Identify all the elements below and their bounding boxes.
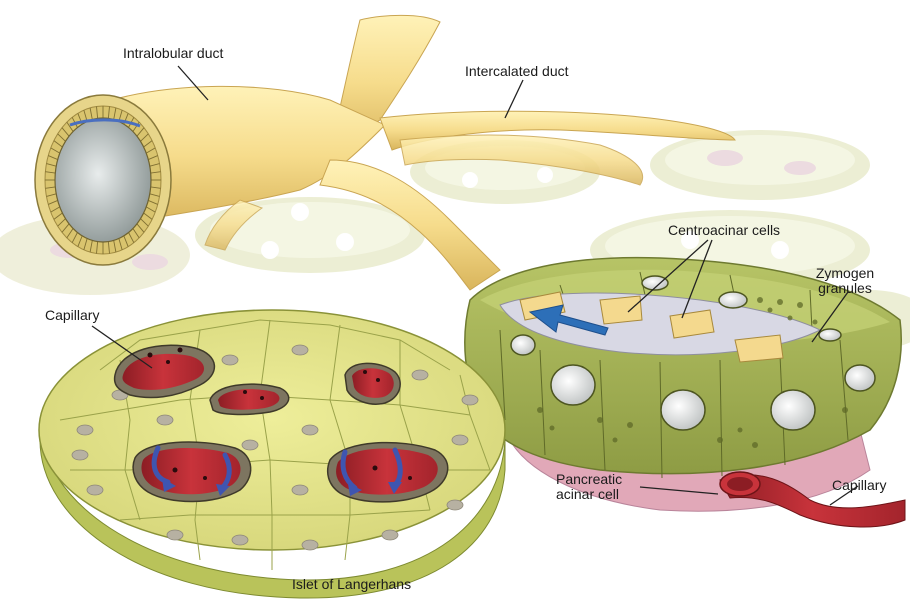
label-zymogen-granules: Zymogen granules (810, 266, 880, 296)
label-pancreatic-acinar-cell-line2: acinar cell (556, 487, 622, 502)
label-centroacinar-cells: Centroacinar cells (668, 223, 780, 238)
label-pancreatic-acinar-cell: Pancreatic acinar cell (556, 472, 622, 502)
label-capillary-acinus: Capillary (832, 478, 886, 493)
label-zymogen-granules-line2: granules (810, 281, 880, 296)
duct-cross-section (35, 95, 171, 265)
label-zymogen-granules-line1: Zymogen (810, 266, 880, 281)
label-islet-of-langerhans: Islet of Langerhans (292, 577, 411, 592)
islet-of-langerhans (39, 310, 505, 598)
label-intralobular-duct: Intralobular duct (123, 46, 223, 61)
label-capillary-islet: Capillary (45, 308, 99, 323)
label-pancreatic-acinar-cell-line1: Pancreatic (556, 472, 622, 487)
label-intercalated-duct: Intercalated duct (465, 64, 569, 79)
